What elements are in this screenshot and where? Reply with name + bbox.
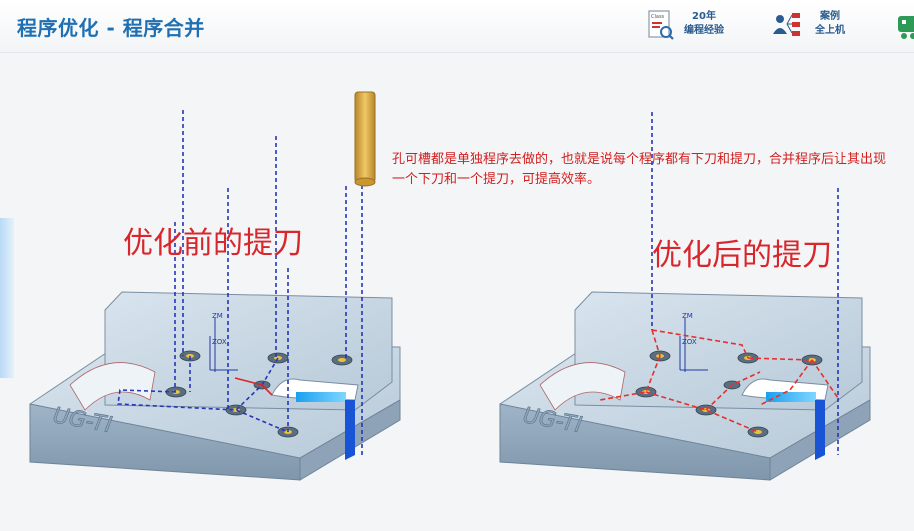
badge-experience-line2: 编程经验 bbox=[684, 25, 724, 36]
page-title: 程序优化 - 程序合并 bbox=[17, 16, 205, 40]
part-before: UG-TI ZM ZOX bbox=[29, 91, 401, 481]
axis-zox-after: ZOX bbox=[682, 338, 697, 346]
part-after: UG-TI ZM ZOX bbox=[499, 112, 871, 481]
machining-illustration: UG-TI ZM ZOX bbox=[29, 91, 871, 481]
toolpath-after-retract bbox=[651, 112, 839, 455]
people-network-icon bbox=[773, 13, 800, 36]
label-before: 优化前的提刀 bbox=[123, 226, 303, 261]
cart-icon bbox=[898, 16, 914, 39]
document-search-icon: Class bbox=[648, 10, 674, 40]
badge-partial bbox=[894, 8, 914, 44]
badge-cases-line1: 案例 bbox=[820, 11, 840, 22]
engraving-before: UG-TI bbox=[51, 403, 114, 438]
axis-zm-after: ZM bbox=[682, 312, 693, 320]
toolpath-before bbox=[117, 110, 363, 455]
header-bar: 程序优化 - 程序合并 Class 20年 编程经验 案例 bbox=[0, 0, 914, 53]
axis-zox-before: ZOX bbox=[212, 338, 227, 346]
illustration-area: UG-TI ZM ZOX bbox=[0, 52, 914, 531]
toolpath-after-links bbox=[599, 329, 839, 433]
axis-zm-before: ZM bbox=[212, 312, 223, 320]
annotation-text: 孔可槽都是单独程序去做的，也就是说每个程序都有下刀和提刀，合并程序后让其出现一个… bbox=[392, 152, 887, 187]
left-accent-bar bbox=[0, 218, 14, 378]
badge-cases-line2: 全上机 bbox=[815, 25, 845, 36]
label-after: 优化后的提刀 bbox=[652, 238, 832, 273]
badge-experience-line1: 20年 bbox=[692, 11, 716, 22]
badge-cases: 案例 全上机 bbox=[770, 8, 860, 44]
cutter-tool bbox=[354, 91, 376, 183]
badge-experience: Class 20年 编程经验 bbox=[646, 8, 736, 44]
svg-text:Class: Class bbox=[651, 14, 665, 20]
